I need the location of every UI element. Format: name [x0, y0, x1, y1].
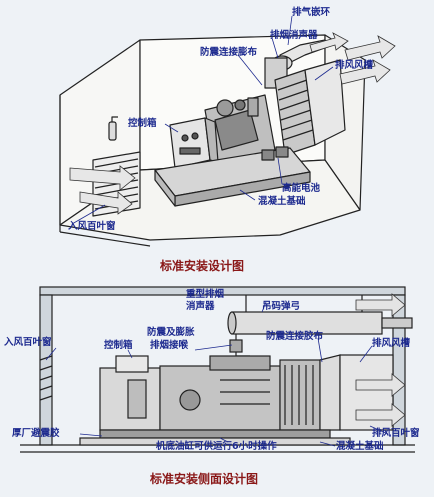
label-side-exhaust-duct: 排风风槽 [372, 338, 411, 349]
fire-extinguisher-icon [108, 116, 118, 141]
label-heavy-muffler-line2: 消声器 [186, 301, 215, 312]
control-box-graphic [169, 117, 219, 169]
airflow-arrows-side [355, 293, 406, 427]
label-control-box: 控制箱 [128, 118, 157, 129]
label-exhaust-bellows: 排气嵌环 [292, 7, 331, 18]
label-hanger-spring: 吊码弹弓 [262, 301, 301, 312]
label-anti-vibration-cloth: 防震连接膨布 [200, 47, 258, 58]
label-exhaust-muffler: 排烟消声器 [270, 30, 318, 41]
label-side-concrete-base: 混凝土基础 [336, 441, 384, 452]
label-battery: 高能电池 [282, 183, 321, 194]
leader-lines-side [45, 301, 389, 447]
label-anti-vibration-pad: 厚厂避震胶 [12, 428, 60, 439]
label-exhaust-louver: 排风百叶窗 [372, 428, 420, 439]
label-intake-louver: 入风百叶窗 [68, 221, 116, 232]
label-concrete-base: 混凝土基础 [258, 196, 306, 207]
caption-side: 标准安装侧面设计图 [150, 472, 259, 486]
label-heavy-muffler-line1: 重型排烟 [186, 289, 225, 300]
label-anti-vib-expansion-line2: 排烟接喉 [150, 340, 189, 351]
label-side-control-box: 控制箱 [104, 340, 133, 351]
genset-engine [204, 94, 276, 166]
side-genset [79, 354, 394, 446]
label-side-anti-vibration-cloth: 防震连接胶布 [266, 331, 324, 342]
leader-lines-top [71, 15, 334, 225]
caption-top: 标准安装设计图 [160, 259, 245, 273]
label-side-intake-louver: 入风百叶窗 [4, 337, 52, 348]
airflow-arrows-top [69, 32, 396, 215]
radiator [274, 59, 346, 156]
label-fuel-tank: 机底油缸可供运行6小时操作 [156, 441, 277, 452]
label-exhaust-duct: 排风风槽 [335, 60, 374, 71]
battery-graphic [261, 146, 289, 161]
label-anti-vib-expansion-line1: 防震及膨胀 [147, 327, 195, 338]
